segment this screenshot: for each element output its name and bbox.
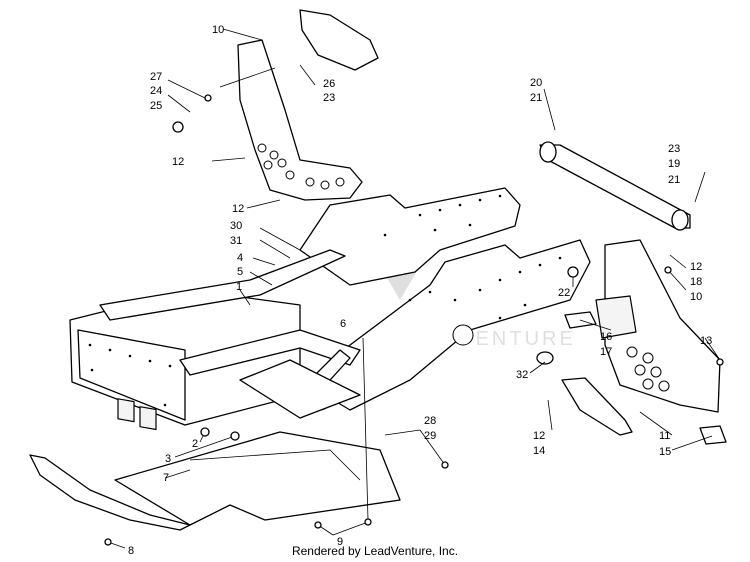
footrest-right-holes bbox=[626, 346, 670, 392]
callout-22: 22 bbox=[558, 287, 570, 299]
footrest-right bbox=[604, 239, 721, 413]
callout-16: 16 bbox=[600, 331, 612, 343]
callout-12-b: 12 bbox=[232, 203, 244, 215]
footer-credit: Rendered by LeadVenture, Inc. bbox=[291, 544, 459, 558]
callout-21-top: 21 bbox=[530, 92, 542, 104]
belly-pan bbox=[114, 431, 401, 526]
callout-21-right: 21 bbox=[668, 174, 680, 186]
bumper-end-left bbox=[539, 141, 557, 163]
callout-32: 32 bbox=[516, 369, 528, 381]
bumper-end-right bbox=[671, 209, 689, 231]
callout-9: 9 bbox=[337, 536, 343, 548]
callout-1: 1 bbox=[236, 281, 242, 293]
callout-12-c: 12 bbox=[533, 430, 545, 442]
tunnel-rear-panel bbox=[299, 187, 521, 286]
callout-30: 30 bbox=[230, 220, 242, 232]
callout-20: 20 bbox=[530, 77, 542, 89]
callout-labels: 10 26 23 27 24 25 12 12 30 31 4 5 1 6 2 … bbox=[128, 24, 712, 557]
belly-pan-fold bbox=[189, 449, 361, 481]
callout-12-a: 12 bbox=[172, 156, 184, 168]
bracket-15 bbox=[699, 425, 727, 445]
callout-19: 19 bbox=[668, 158, 680, 170]
callout-4: 4 bbox=[237, 252, 243, 264]
callout-26: 26 bbox=[323, 78, 335, 90]
front-skid-plate bbox=[29, 454, 191, 531]
callout-27: 27 bbox=[150, 71, 162, 83]
side-panel-holes bbox=[383, 194, 562, 346]
callout-28: 28 bbox=[424, 415, 436, 427]
running-board-bracket bbox=[561, 377, 633, 436]
bulkhead-slot-1 bbox=[117, 398, 135, 423]
callout-15: 15 bbox=[659, 446, 671, 458]
callout-7: 7 bbox=[163, 472, 169, 484]
footrest-bracket-left bbox=[299, 9, 379, 71]
leader-lines bbox=[107, 28, 721, 549]
callout-23-right: 23 bbox=[668, 143, 680, 155]
callout-25: 25 bbox=[150, 100, 162, 112]
plug-32 bbox=[536, 351, 554, 365]
callout-8: 8 bbox=[128, 545, 134, 557]
callout-29: 29 bbox=[424, 430, 436, 442]
callout-11: 11 bbox=[659, 430, 670, 442]
traction-mesh bbox=[595, 295, 637, 339]
footrest-left bbox=[237, 39, 363, 201]
callout-31: 31 bbox=[230, 235, 242, 247]
bulkhead-face bbox=[77, 329, 186, 421]
callout-18: 18 bbox=[690, 276, 702, 288]
callout-13: 13 bbox=[700, 335, 712, 347]
callout-24: 24 bbox=[150, 85, 162, 97]
callout-10-left: 10 bbox=[212, 24, 224, 36]
callout-17: 17 bbox=[600, 346, 612, 358]
callout-6: 6 bbox=[340, 318, 346, 330]
bulkhead-rivets bbox=[88, 343, 172, 407]
callout-5: 5 bbox=[237, 266, 243, 278]
footrest-left-holes bbox=[257, 143, 345, 190]
callout-3: 3 bbox=[165, 453, 171, 465]
callout-23-top: 23 bbox=[323, 92, 335, 104]
callout-12-d: 12 bbox=[690, 261, 702, 273]
callout-2: 2 bbox=[192, 438, 198, 450]
lower-frame-rail bbox=[179, 329, 361, 376]
front-brace bbox=[239, 359, 361, 419]
fasteners bbox=[104, 94, 724, 546]
bulkhead-slot-2 bbox=[139, 406, 157, 431]
callout-10-right: 10 bbox=[690, 291, 702, 303]
upper-frame-rail bbox=[99, 249, 346, 321]
callout-14: 14 bbox=[533, 445, 545, 457]
